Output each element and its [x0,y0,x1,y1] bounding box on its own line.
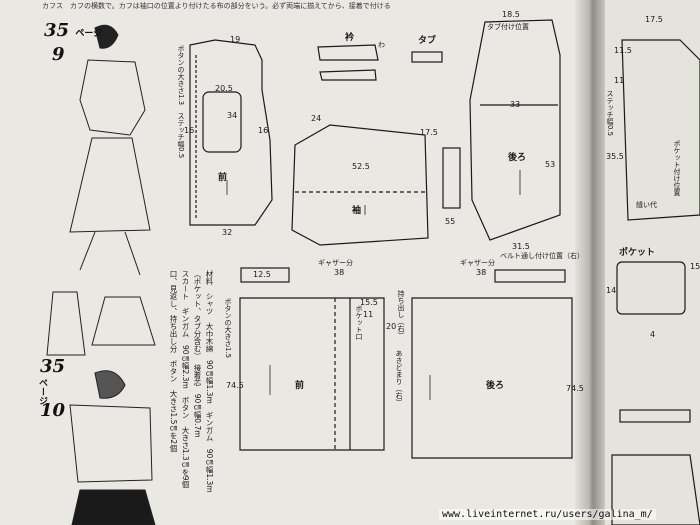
illustration-woman-1 [69,24,151,276]
label-pocket-position: ポケット付け位置 [673,140,681,196]
dim-14: 14 [606,286,617,295]
label-pocket: ポケット [619,248,656,258]
dim-53: 53 [545,160,556,169]
dim-17-5: 17.5 [420,128,438,137]
dim-19: 19 [230,35,241,44]
dim-34: 34 [227,111,238,120]
materials-line-2: （ポケット、タブ分含む） 接着芯 90㎝幅0.7m [193,270,202,438]
dim-55: 55 [445,217,456,226]
watermark-url: www.liveinternet.ru/users/galina_m/ [439,509,656,520]
dim-74-5-b: 74.5 [566,384,584,393]
header-note: カフス カフの横数で。カフは袖口の位置より付けたる布の部分をいう。必ず両端に揃え… [42,2,391,10]
dim-35-5: 35.5 [606,152,624,161]
skirt-front-piece [239,297,385,451]
skirt-back-piece [411,297,573,459]
dim-20: 20 [386,322,397,331]
label-collar: 衿 [345,33,355,43]
label-gather-1: ギャザー分 [318,259,353,267]
dim-15: 15 [690,262,700,271]
dim-74-5-a: 74.5 [226,381,244,390]
label-stitch-note: ステッチ幅0.5 [606,90,614,137]
issue-number-1: 35 ページ [44,20,102,41]
label-skirt-front: 前 [295,381,305,391]
cuff-piece [442,147,461,209]
dim-32: 32 [222,228,233,237]
sleeve-piece [291,124,429,246]
materials-line-1: 材料 シャツ 大巾木綿 90㎝幅1.3m ギンガム 90㎝幅1.3m [205,270,214,493]
dim-38-b: 38 [476,268,487,277]
label-belt-note: ベルト通し付け位置（右） [500,252,584,260]
tab-piece [411,51,443,63]
page-gutter [575,0,605,525]
dim-52-5: 52.5 [352,162,370,171]
illustration-shirt-small [91,296,156,346]
dim-11-5: 11.5 [614,46,632,55]
shirt-front-piece [189,39,273,226]
label-hip-note: 持ち出し（右） [397,290,405,339]
dim-11: 11 [363,310,374,319]
right-pocket-piece [616,261,686,315]
page-label-2: ページ [37,378,47,405]
dim-15-5: 15.5 [360,298,378,307]
dim-11-b: 11 [614,76,625,85]
label-placket: ポケット口 [355,305,363,340]
dim-38-a: 38 [334,268,345,277]
collar-piece [317,44,379,61]
right-band-piece [619,409,691,423]
illustration-woman-2 [69,370,156,525]
front-pocket [202,91,242,153]
dim-12-5: 12.5 [253,270,271,279]
dim-20-5: 20.5 [215,84,233,93]
issue-number-2: 35 [40,356,65,377]
label-button-note: ボタンの大きさ1.3 ステッチ幅0.5 [177,45,185,159]
label-shirt-front: 前 [218,173,228,183]
waistband-piece [240,267,290,283]
label-wa: わ [378,41,385,49]
issue-number-2-value: 35 [40,356,66,377]
label-tab: タブ [418,36,437,46]
dim-17-5-b: 17.5 [645,15,663,24]
shirt-back-piece [469,19,561,241]
issue-number-1-value: 35 [44,20,70,41]
label-shirt-back: 後ろ [508,153,527,163]
dim-16-a: 16 [184,126,195,135]
label-open-note: あきどまり（右） [395,350,403,406]
label-gather-2: ギャザー分 [460,259,495,267]
dim-16-b: 16 [258,126,269,135]
illustration-skirt-small [46,291,86,356]
dim-24: 24 [311,114,322,123]
label-skirt-back: 後ろ [486,381,505,391]
materials-line-3: スカート ギンガム 90㎝幅2.3m ボタン 大きさ1.3㎝を9個 [181,270,190,488]
dim-18-5: 18.5 [502,10,520,19]
back-belt-piece [494,269,566,283]
dim-4: 4 [650,330,656,339]
dim-33: 33 [510,100,521,109]
label-tab-position: タブ付け位置 [487,23,529,31]
page-label-1: ページ [75,29,103,39]
label-side-note: 縫い代 [636,201,657,209]
pattern-number-2: 10 [40,400,66,421]
right-front-piece [621,39,700,221]
materials-line-4: 口、見返し、持ち出し分 ボタン 大きさ1.5㎝を2個 [169,270,178,452]
pattern-number-1: 9 [52,44,65,65]
dim-31-5: 31.5 [512,242,530,251]
label-sleeve: 袖 [352,206,362,216]
label-button-note-2: ボタンの大きさ1.5 [224,298,232,359]
